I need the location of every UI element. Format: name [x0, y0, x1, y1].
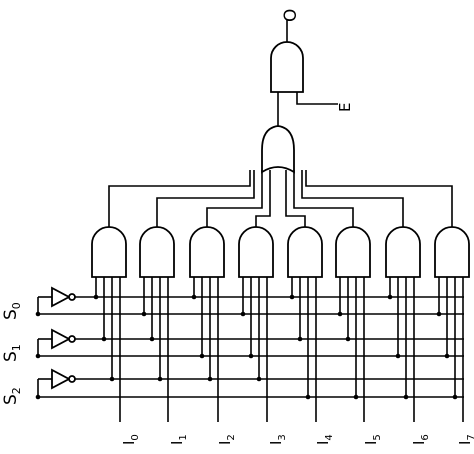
enable-input-wire	[296, 92, 338, 105]
junction-gate-5-select-1	[345, 336, 351, 342]
junction-gate-7-select-2	[452, 394, 458, 400]
data-label-i2: I2	[216, 434, 237, 445]
gates	[51, 41, 470, 390]
or-input-3	[255, 170, 271, 227]
or-input-2	[206, 170, 263, 227]
junction-gate-0-select-0	[93, 294, 99, 300]
data-label-i6: I6	[410, 434, 431, 445]
and-gate-2	[189, 226, 225, 278]
data-label-i0: I0	[120, 434, 141, 445]
data-label-i4: I4	[314, 434, 335, 445]
and-gate-5	[335, 226, 371, 278]
or-input-5	[293, 170, 354, 227]
not-bubble-s1	[68, 335, 76, 343]
or-input-6	[301, 170, 404, 227]
and-gate-6	[385, 226, 421, 278]
data-label-i5: I5	[362, 434, 383, 445]
wires	[37, 20, 464, 422]
or-input-0	[108, 170, 251, 227]
data-label-i7: I7	[456, 434, 474, 445]
junction-gate-5-select-0	[337, 311, 343, 317]
select-label-s0: S0	[1, 302, 23, 320]
junction-gate-3-select-0	[240, 311, 246, 317]
junction-gate-2-select-1	[199, 353, 205, 359]
not-bubble-s2	[68, 375, 76, 383]
junction-s2	[35, 394, 41, 400]
and-gate-0	[91, 226, 127, 278]
junction-gate-7-select-0	[436, 311, 442, 317]
junction-gate-1-select-2	[157, 376, 163, 382]
or-input-4	[285, 170, 306, 227]
junction-dots	[35, 294, 458, 400]
and-gate-4	[287, 226, 323, 278]
not-gate-s2	[51, 368, 71, 390]
junction-gate-1-select-1	[149, 336, 155, 342]
output-label: O	[281, 9, 301, 22]
or-input-1	[156, 170, 255, 227]
junction-gate-1-select-0	[141, 311, 147, 317]
junction-gate-0-select-1	[101, 336, 107, 342]
junction-s0	[35, 311, 41, 317]
junction-gate-3-select-1	[248, 353, 254, 359]
output-and-gate	[270, 41, 304, 93]
junction-gate-4-select-1	[297, 336, 303, 342]
junction-gate-7-select-1	[444, 353, 450, 359]
or-input-7	[305, 170, 453, 227]
junction-gate-3-select-2	[256, 376, 262, 382]
junction-s1	[35, 353, 41, 359]
junction-gate-0-select-2	[109, 376, 115, 382]
junction-gate-6-select-2	[403, 394, 409, 400]
or-gate	[261, 125, 295, 174]
labels: S0 S1 S2 I0 I1 I2 I3 I4 I5 I6 I7 E O	[1, 9, 474, 445]
junction-gate-2-select-0	[191, 294, 197, 300]
junction-gate-6-select-1	[395, 353, 401, 359]
junction-gate-2-select-2	[207, 376, 213, 382]
data-label-i3: I3	[267, 434, 288, 445]
and-gate-3	[238, 226, 274, 278]
not-gate-s0	[51, 286, 71, 308]
select-label-s2: S2	[1, 387, 23, 405]
junction-gate-4-select-0	[289, 294, 295, 300]
junction-gate-6-select-0	[387, 294, 393, 300]
data-label-i1: I1	[168, 434, 189, 445]
enable-label: E	[336, 103, 354, 112]
not-bubble-s0	[68, 293, 76, 301]
select-label-s1: S1	[1, 344, 23, 362]
and-gate-7	[434, 226, 470, 278]
junction-gate-5-select-2	[353, 394, 359, 400]
not-gate-s1	[51, 328, 71, 350]
and-gate-1	[139, 226, 175, 278]
junction-gate-4-select-2	[305, 394, 311, 400]
